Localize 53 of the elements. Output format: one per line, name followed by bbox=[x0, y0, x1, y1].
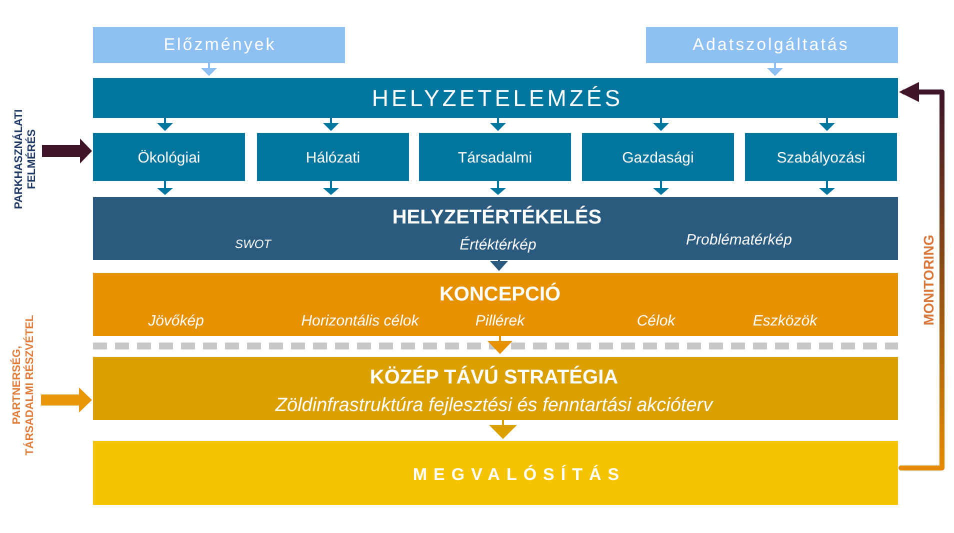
stage-band bbox=[93, 441, 898, 505]
stage-band bbox=[93, 78, 898, 118]
stage-title: MEGVALÓSÍTÁS bbox=[412, 465, 626, 485]
block-arrow bbox=[42, 138, 92, 164]
arrow bbox=[490, 118, 506, 131]
block-arrow bbox=[41, 388, 92, 412]
category-box bbox=[745, 133, 897, 181]
arrow bbox=[490, 260, 508, 271]
category-box bbox=[582, 133, 734, 181]
box-label: Társadalmi bbox=[458, 149, 532, 167]
stage-band bbox=[93, 273, 898, 336]
source-box bbox=[646, 27, 898, 63]
stage-title: HELYZETELEMZÉS bbox=[370, 84, 624, 112]
side-label: PARKHASZNÁLATI FELMÉRÉS bbox=[12, 104, 40, 214]
box-label: Hálózati bbox=[306, 149, 360, 167]
box-label: Adatszolgáltatás bbox=[692, 35, 850, 55]
stage-item: Értéktérkép bbox=[460, 236, 536, 254]
box-label: Előzmények bbox=[162, 35, 276, 55]
arrow bbox=[653, 118, 669, 131]
source-box bbox=[93, 27, 345, 63]
stage-item: Jövőkép bbox=[148, 312, 204, 330]
arrow bbox=[819, 181, 835, 195]
arrow bbox=[157, 181, 173, 195]
stage-item: Célok bbox=[636, 312, 676, 330]
stage-item: Eszközök bbox=[752, 312, 818, 330]
stage-title: KÖZÉP TÁVÚ STRATÉGIA bbox=[370, 366, 618, 390]
arrow bbox=[767, 63, 783, 76]
arrow bbox=[488, 336, 512, 354]
arrow bbox=[653, 181, 669, 195]
feedback-arrow bbox=[898, 82, 944, 470]
stage-item: SWOT bbox=[235, 238, 271, 252]
stage-item: Horizontális célok bbox=[301, 312, 419, 330]
box-label: Ökológiai bbox=[138, 149, 200, 167]
stage-title: KONCEPCIÓ bbox=[439, 284, 561, 306]
stage-title: HELYZETÉRTÉKELÉS bbox=[392, 206, 602, 230]
category-box bbox=[93, 133, 245, 181]
category-box bbox=[419, 133, 571, 181]
arrow bbox=[323, 181, 339, 195]
arrow bbox=[489, 420, 517, 439]
arrow bbox=[157, 118, 173, 131]
side-label: PARTNERSÉG, TÁRSADALMI RÉSZVÉTEL bbox=[10, 311, 38, 460]
arrow bbox=[819, 118, 835, 131]
stage-item: Pillérek bbox=[475, 312, 525, 330]
arrow bbox=[490, 181, 506, 195]
box-label: Gazdasági bbox=[622, 149, 694, 167]
arrow bbox=[201, 63, 217, 76]
category-box bbox=[257, 133, 409, 181]
stage-band bbox=[93, 357, 898, 420]
arrow bbox=[323, 118, 339, 131]
box-label: Szabályozási bbox=[776, 149, 866, 167]
stage-item: Problématérkép bbox=[686, 231, 792, 249]
stage-subtitle: Zöldinfrastruktúra fejlesztési és fenntartási akcióterv bbox=[275, 395, 713, 417]
stage-band bbox=[93, 197, 898, 260]
